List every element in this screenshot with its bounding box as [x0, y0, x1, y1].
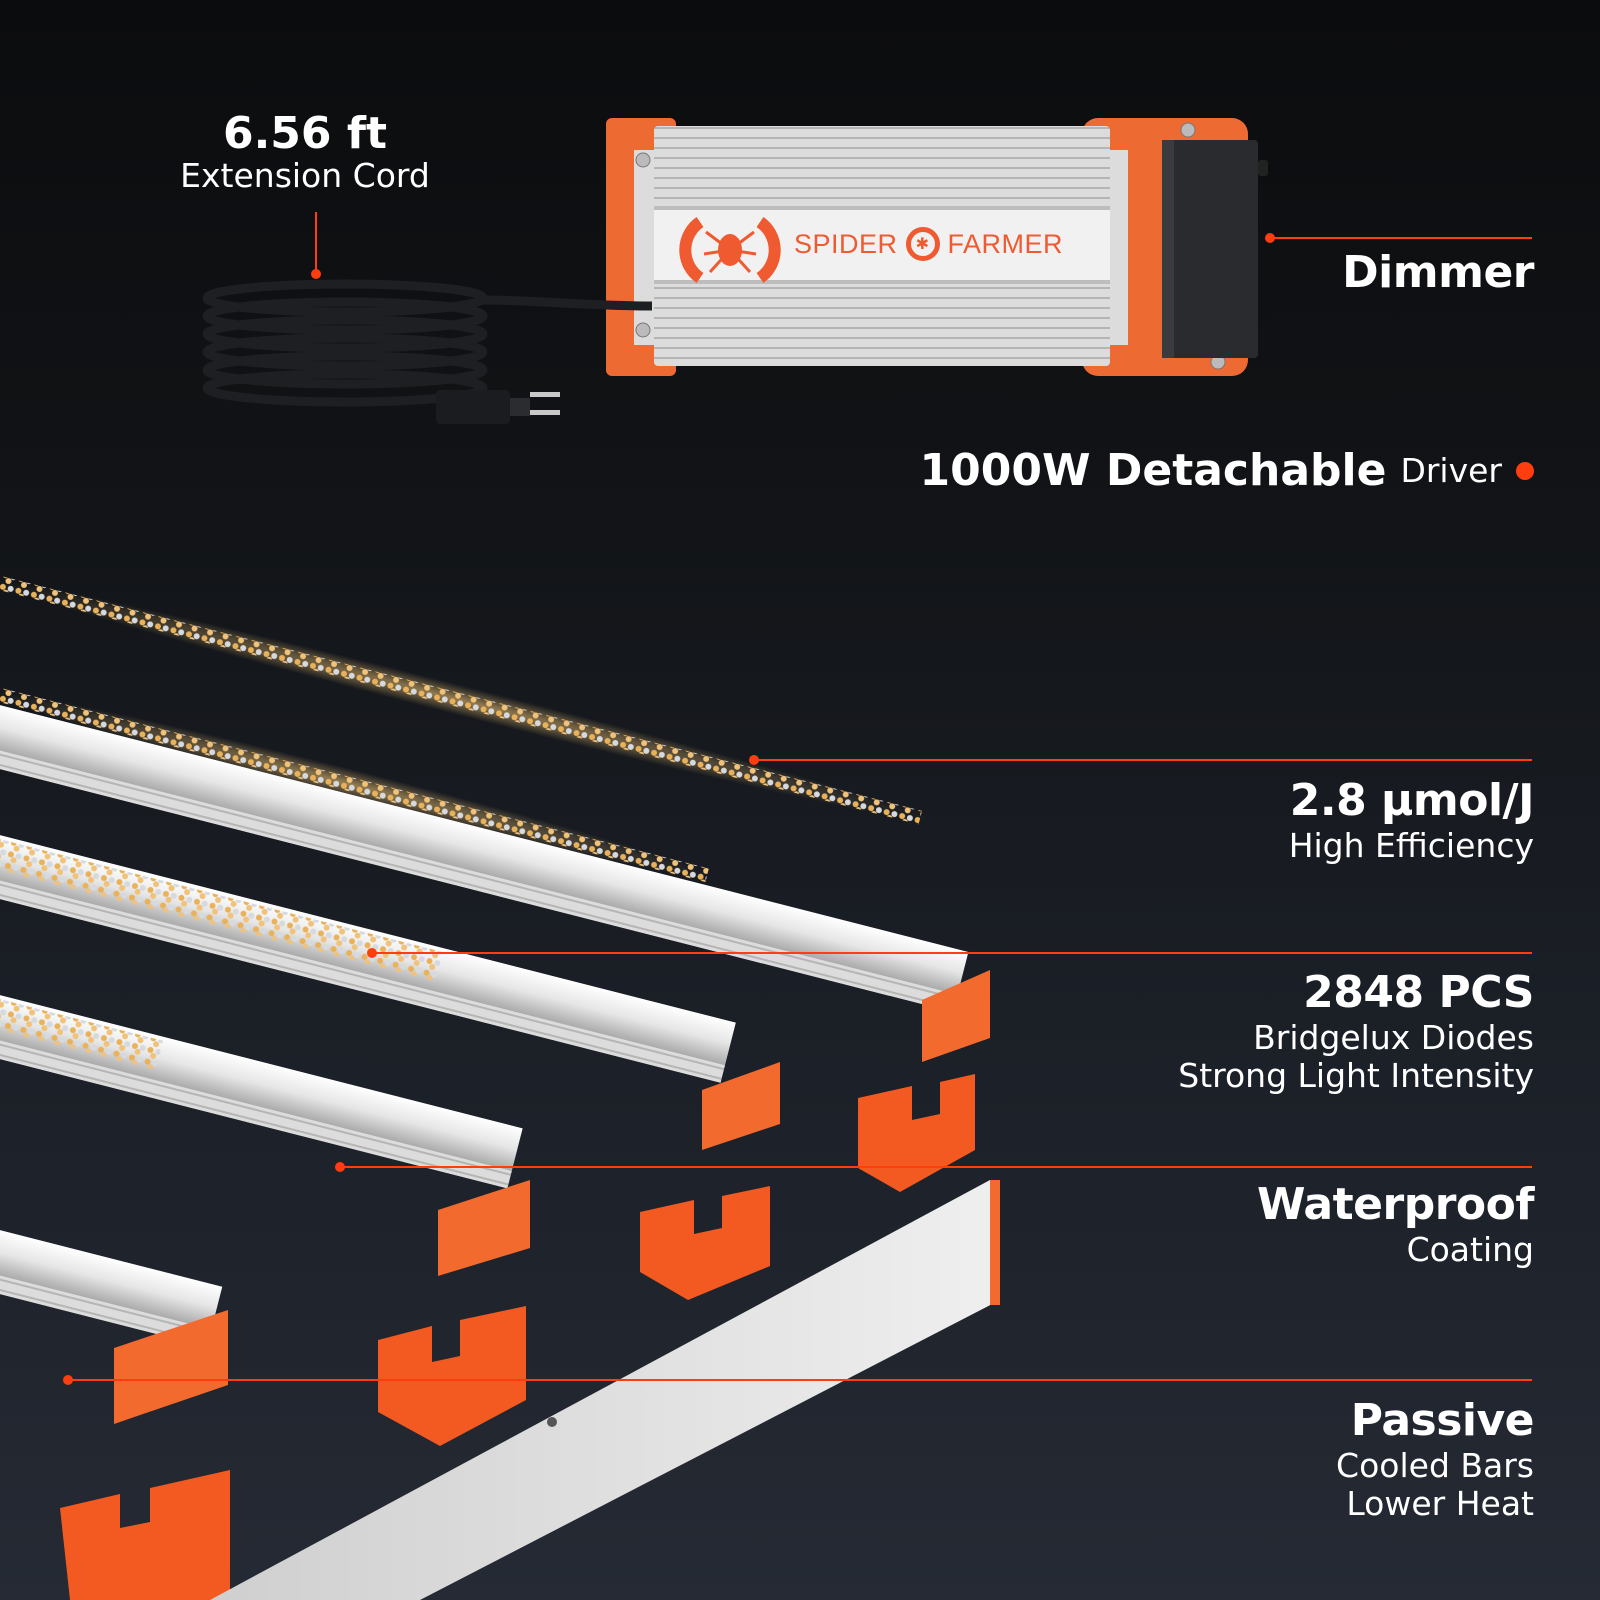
callout-lines [68, 212, 1532, 1381]
efficiency-title: 2.8 µmol/J [1289, 775, 1535, 826]
efficiency-subtitle: High Efficiency [1288, 825, 1534, 865]
led-strips [0, 565, 934, 890]
mounting-clips [60, 1074, 975, 1600]
brand-logo: SPIDER ✱ FARMER [794, 227, 1063, 261]
light-bar-4 [0, 1225, 223, 1347]
light-bar-2 [0, 830, 736, 1083]
extension-cord [202, 279, 653, 407]
diodes-line1: Bridgelux Diodes [1253, 1017, 1534, 1057]
callout-dots [63, 233, 1275, 1385]
brand-name-left: SPIDER [794, 228, 898, 259]
diodes-callout: 2848 PCS Bridgelux Diodes Strong Light I… [1178, 967, 1534, 1095]
frame-rail [210, 1180, 1000, 1600]
cord-callout: 6.56 ft Extension Cord [170, 108, 440, 196]
brand-name-right: FARMER [947, 228, 1064, 259]
driver-assembly [606, 118, 1268, 376]
spider-icon: ✱ [905, 227, 940, 261]
diodes-title: 2848 PCS [1303, 967, 1534, 1018]
dimmer-callout: Dimmer [1342, 247, 1534, 299]
dimmer-box [1162, 140, 1268, 358]
plug-icon [436, 390, 560, 424]
passive-callout: Passive Cooled Bars Lower Heat [1336, 1395, 1535, 1523]
efficiency-callout: 2.8 µmol/J High Efficiency [1288, 775, 1535, 865]
cord-length: 6.56 ft [222, 108, 388, 159]
light-bar-1 [0, 700, 969, 1013]
passive-line2: Lower Heat [1346, 1483, 1534, 1523]
diodes-line2: Strong Light Intensity [1178, 1055, 1534, 1095]
driver-subtitle: Driver [1400, 451, 1502, 490]
cord-description: Extension Cord [180, 156, 430, 196]
light-bar-3 [0, 990, 523, 1189]
passive-line1: Cooled Bars [1336, 1445, 1534, 1485]
driver-title: 1000W Detachable [919, 445, 1387, 496]
driver-dot-icon [1516, 461, 1534, 480]
driver-callout: 1000W Detachable Driver [920, 445, 1534, 496]
end-caps [114, 970, 990, 1424]
passive-title: Passive [1350, 1395, 1535, 1446]
waterproof-title: Waterproof [1256, 1179, 1535, 1230]
waterproof-subtitle: Coating [1406, 1229, 1534, 1269]
dimmer-title: Dimmer [1342, 247, 1534, 298]
light-bars [0, 700, 969, 1347]
waterproof-callout: Waterproof Coating [1256, 1179, 1535, 1269]
